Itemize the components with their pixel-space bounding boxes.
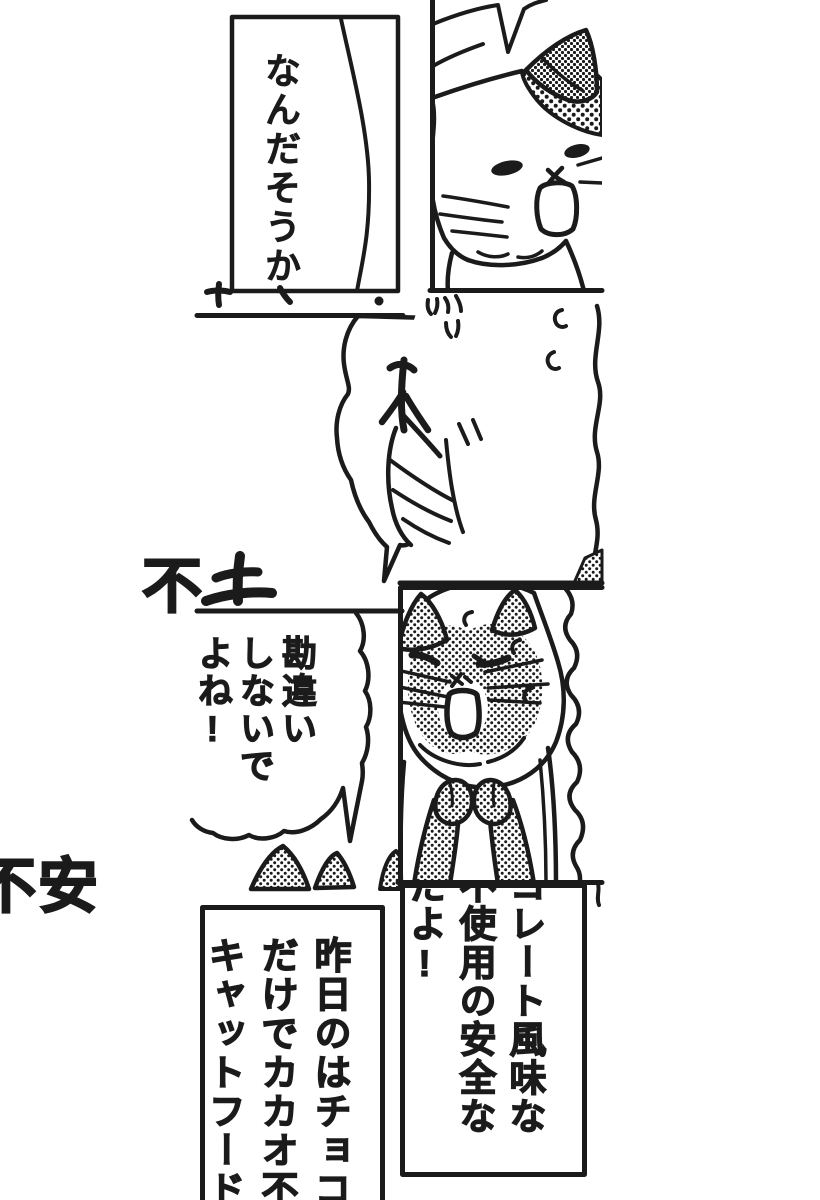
dialogue-top-left: なんだそうか bbox=[260, 52, 302, 287]
background-kanji-fu: 不 bbox=[141, 552, 203, 621]
dialogue-bottom-right: コレート風味な 不使用の安全な だよ! bbox=[404, 887, 546, 1136]
worried-panel-border bbox=[398, 585, 605, 886]
bubble-edge-curve bbox=[339, 17, 372, 293]
dialogue-mid-left: 勘違い しないで よね! bbox=[192, 634, 316, 785]
speech-bubble-corner bbox=[433, 0, 548, 54]
bottom-right-panel-border bbox=[400, 883, 587, 1177]
worried-cat-illustration bbox=[403, 590, 586, 881]
white-cat-partial-illustration bbox=[378, 293, 604, 586]
background-word-fuan: 不安 bbox=[0, 852, 100, 921]
handwritten-sfx-marks bbox=[201, 281, 384, 606]
cat-ears-illustration bbox=[248, 843, 402, 892]
calico-cat-face-illustration bbox=[433, 0, 602, 288]
speech-cloud-bubble bbox=[180, 610, 373, 844]
bottom-right-panel-text-clip: コレート風味な 不使用の安全な だよ! bbox=[404, 887, 584, 1173]
top-left-panel-border bbox=[229, 14, 401, 294]
dialogue-bottom-left: 昨日のはチョコ だけでカカオ不 キャットフード bbox=[202, 935, 350, 1200]
panel-borders bbox=[194, 0, 605, 1200]
trembling-line bbox=[563, 590, 586, 881]
trembling-line-tail bbox=[595, 882, 601, 907]
bottom-left-panel-border bbox=[200, 905, 385, 1200]
